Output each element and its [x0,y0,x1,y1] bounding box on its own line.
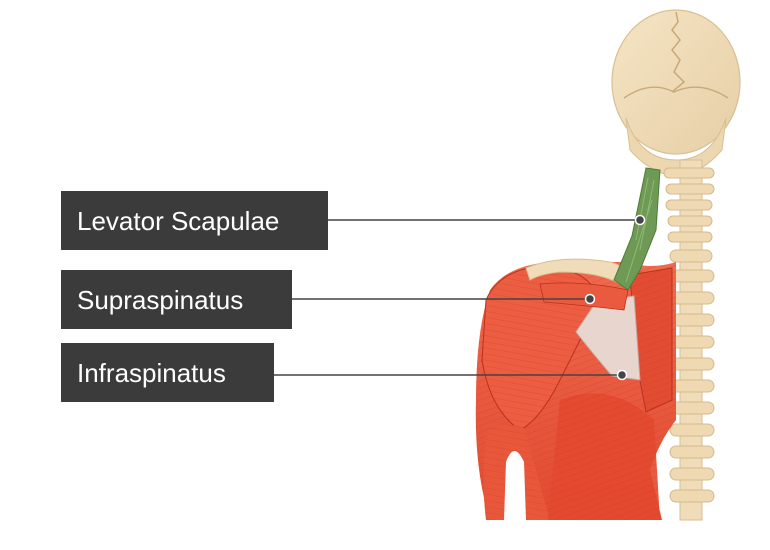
infraspinatus-label: Infraspinatus [61,343,274,402]
supraspinatus-label: Supraspinatus [61,270,292,329]
supraspinatus-marker [584,293,596,305]
supraspinatus-muscle [539,282,629,311]
posterior-shoulder-muscles [475,262,676,520]
levator-scapulae-label: Levator Scapulae [61,191,328,250]
levator-marker [634,214,646,226]
skull [611,9,741,177]
leader-dots [584,214,646,381]
vertebral-column [663,159,715,521]
levator-scapulae-text: Levator Scapulae [77,205,280,236]
supraspinatus-text: Supraspinatus [77,284,244,315]
infraspinatus-text: Infraspinatus [77,357,226,388]
leader-lines [274,219,640,376]
levator-scapulae-muscle [613,167,661,291]
infraspinatus-marker [616,369,628,381]
